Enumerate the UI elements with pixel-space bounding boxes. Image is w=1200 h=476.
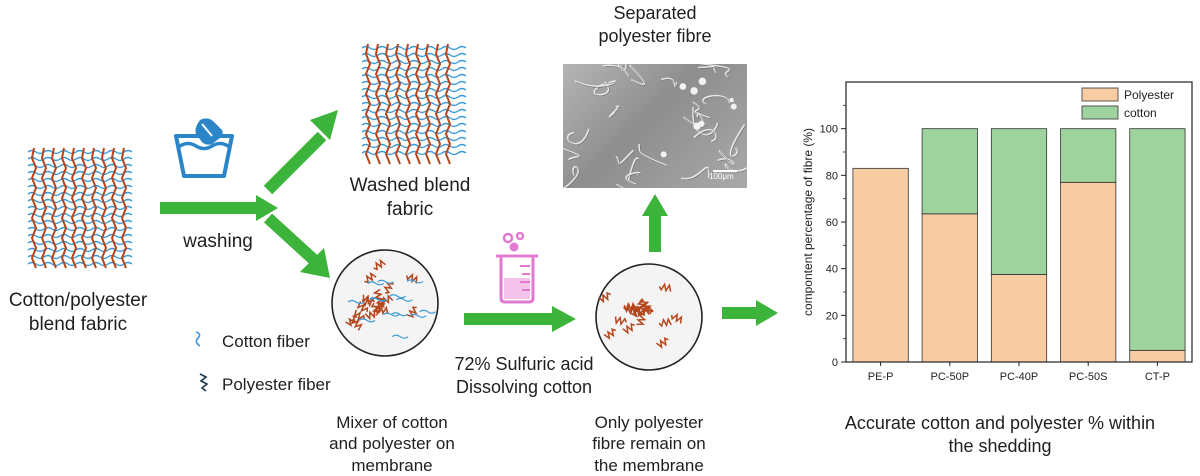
bar-polyester-pc-50s [1060, 181, 1117, 363]
polyester-fiber-legend-label: Polyester fiber [222, 375, 331, 394]
arrow-to-mixed-membrane [263, 213, 330, 278]
bar-cotton-pc-50p [921, 128, 978, 215]
mixed-fibre-membrane [331, 249, 439, 357]
beaker-icon [496, 231, 538, 304]
x-tick-label: PC-50S [1069, 371, 1108, 383]
x-tick-label: PC-50P [931, 371, 970, 383]
wash-basin-icon [174, 118, 234, 178]
x-tick-label: PE-P [868, 371, 894, 383]
sem-fibres [563, 64, 747, 188]
y-tick-label: 0 [832, 357, 838, 369]
blend-fabric-weave [27, 147, 133, 269]
washed-fabric-label: Washed blend fabric [349, 175, 471, 220]
y-tick-label: 20 [826, 310, 838, 322]
washing-arrow [160, 195, 278, 221]
arrow-to-washed-fabric [263, 110, 338, 195]
bar-cotton-pc-40p [990, 128, 1048, 275]
stacked-bar-chart: PE-P PC-50P PC-40P PC-50S CT-P 0 20 40 60 80 100 co… [801, 81, 1193, 383]
sem-scale-bar [713, 170, 737, 172]
arrow-to-sem-image [642, 194, 668, 252]
weave-threads [361, 43, 467, 165]
y-tick-label: 40 [826, 264, 838, 276]
bar-polyester-pe-p [852, 167, 909, 363]
y-tick-label: 60 [826, 217, 838, 229]
weave-threads [27, 147, 133, 269]
y-tick-label: 80 [826, 170, 838, 182]
sulfuric-acid-label: 72% Sulfuric acid Dissolving cotton [454, 354, 594, 397]
chart-legend: Polyester cotton [1081, 87, 1174, 120]
polyester-only-membrane [595, 263, 703, 371]
legend-label-polyester: Polyester [1124, 88, 1174, 102]
bars [852, 128, 1186, 363]
legend-swatch-polyester [1081, 87, 1119, 102]
only-polyester-label: Only polyester fibre remain on the membr… [592, 413, 706, 475]
sem-image-frame: 100μm [563, 64, 747, 188]
washing-label: washing [183, 231, 253, 252]
dissolve-arrow [464, 306, 576, 332]
y-axis-label: compontent percentage of fibre (%) [801, 128, 815, 316]
washed-fabric-weave [361, 43, 467, 165]
sem-scale-label: 100μm [709, 172, 734, 181]
membrane-fibres [598, 282, 683, 349]
x-tick-label: PC-40P [1000, 371, 1039, 383]
x-tick-label: CT-P [1145, 371, 1170, 383]
cotton-fiber-icon [195, 331, 201, 347]
arrow-to-chart [722, 300, 778, 326]
cotton-fiber-legend-label: Cotton fiber [222, 332, 310, 351]
blend-fabric-label: Cotton/polyester blend fabric [8, 290, 148, 335]
separated-fibre-label: Separated polyester fibre [598, 3, 712, 46]
mixer-label: Mixer of cotton and polyester on membran… [329, 413, 455, 475]
bar-polyester-pc-50p [921, 213, 978, 363]
y-tick-label: 100 [820, 124, 838, 136]
chart-caption: Accurate cotton and polyester % within t… [844, 413, 1156, 456]
membrane-fibres [345, 258, 437, 339]
bar-cotton-pc-50s [1060, 128, 1117, 183]
sem-fibre-micrograph [563, 64, 747, 188]
bar-polyester-ct-p [1129, 349, 1186, 363]
bar-polyester-pc-40p [990, 274, 1048, 363]
bar-cotton-ct-p [1129, 128, 1186, 351]
legend-label-cotton: cotton [1124, 106, 1157, 120]
polyester-fiber-icon [199, 373, 209, 392]
legend-swatch-cotton [1081, 105, 1119, 120]
